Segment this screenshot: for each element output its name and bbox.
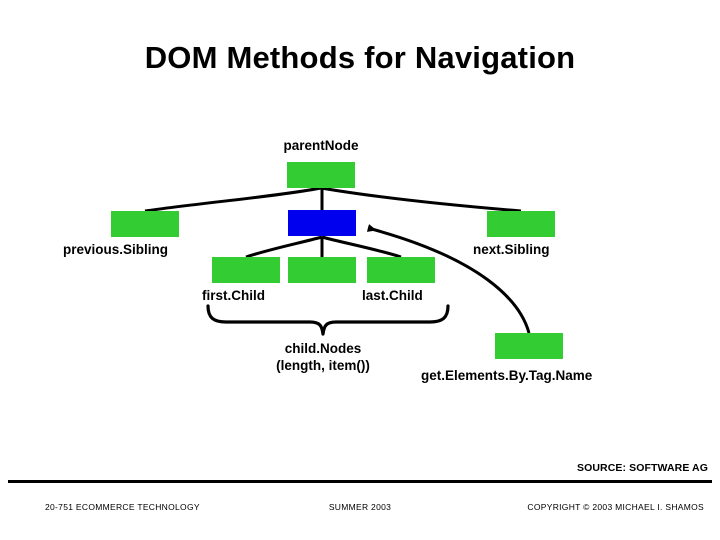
child-nodes-detail-label: (length, item()) [276,358,370,373]
last-child-node-box [367,257,435,283]
source-attribution: SOURCE: SOFTWARE AG [576,462,708,474]
middle-child-node-box [288,257,356,283]
edge-parent-to-next-sibling [320,186,522,213]
footer-course: 20-751 ECOMMERCE TECHNOLOGY [45,502,200,512]
tag-name-node-box [495,333,563,359]
dom-navigation-diagram: parentNode previous.Sibling next.Sibling… [63,138,593,383]
parent-node-label: parentNode [283,138,359,153]
next-sibling-node-box [487,211,555,237]
previous-sibling-label: previous.Sibling [63,242,169,257]
current-node-box [288,210,356,236]
edge-tagname-to-current-arrow [366,224,531,334]
footer-term: SUMMER 2003 [328,502,392,512]
edge-parent-to-previous-sibling [144,186,322,213]
diagram-connectors [144,186,531,336]
page-title: DOM Methods for Navigation [144,40,576,75]
edge-current-to-last-child [321,235,402,259]
previous-sibling-node-box [111,211,179,237]
get-elements-by-tag-name-label: get.Elements.By.Tag.Name [421,368,593,383]
child-nodes-label: child.Nodes [284,341,362,356]
footer-divider [8,480,712,483]
footer-copyright: COPYRIGHT © 2003 MICHAEL I. SHAMOS [527,502,704,512]
last-child-label: last.Child [362,288,423,303]
next-sibling-label: next.Sibling [473,242,550,257]
edge-current-to-first-child [245,235,323,259]
first-child-node-box [212,257,280,283]
first-child-label: first.Child [202,288,265,303]
child-nodes-brace [206,304,450,336]
parent-node-box [287,162,355,188]
